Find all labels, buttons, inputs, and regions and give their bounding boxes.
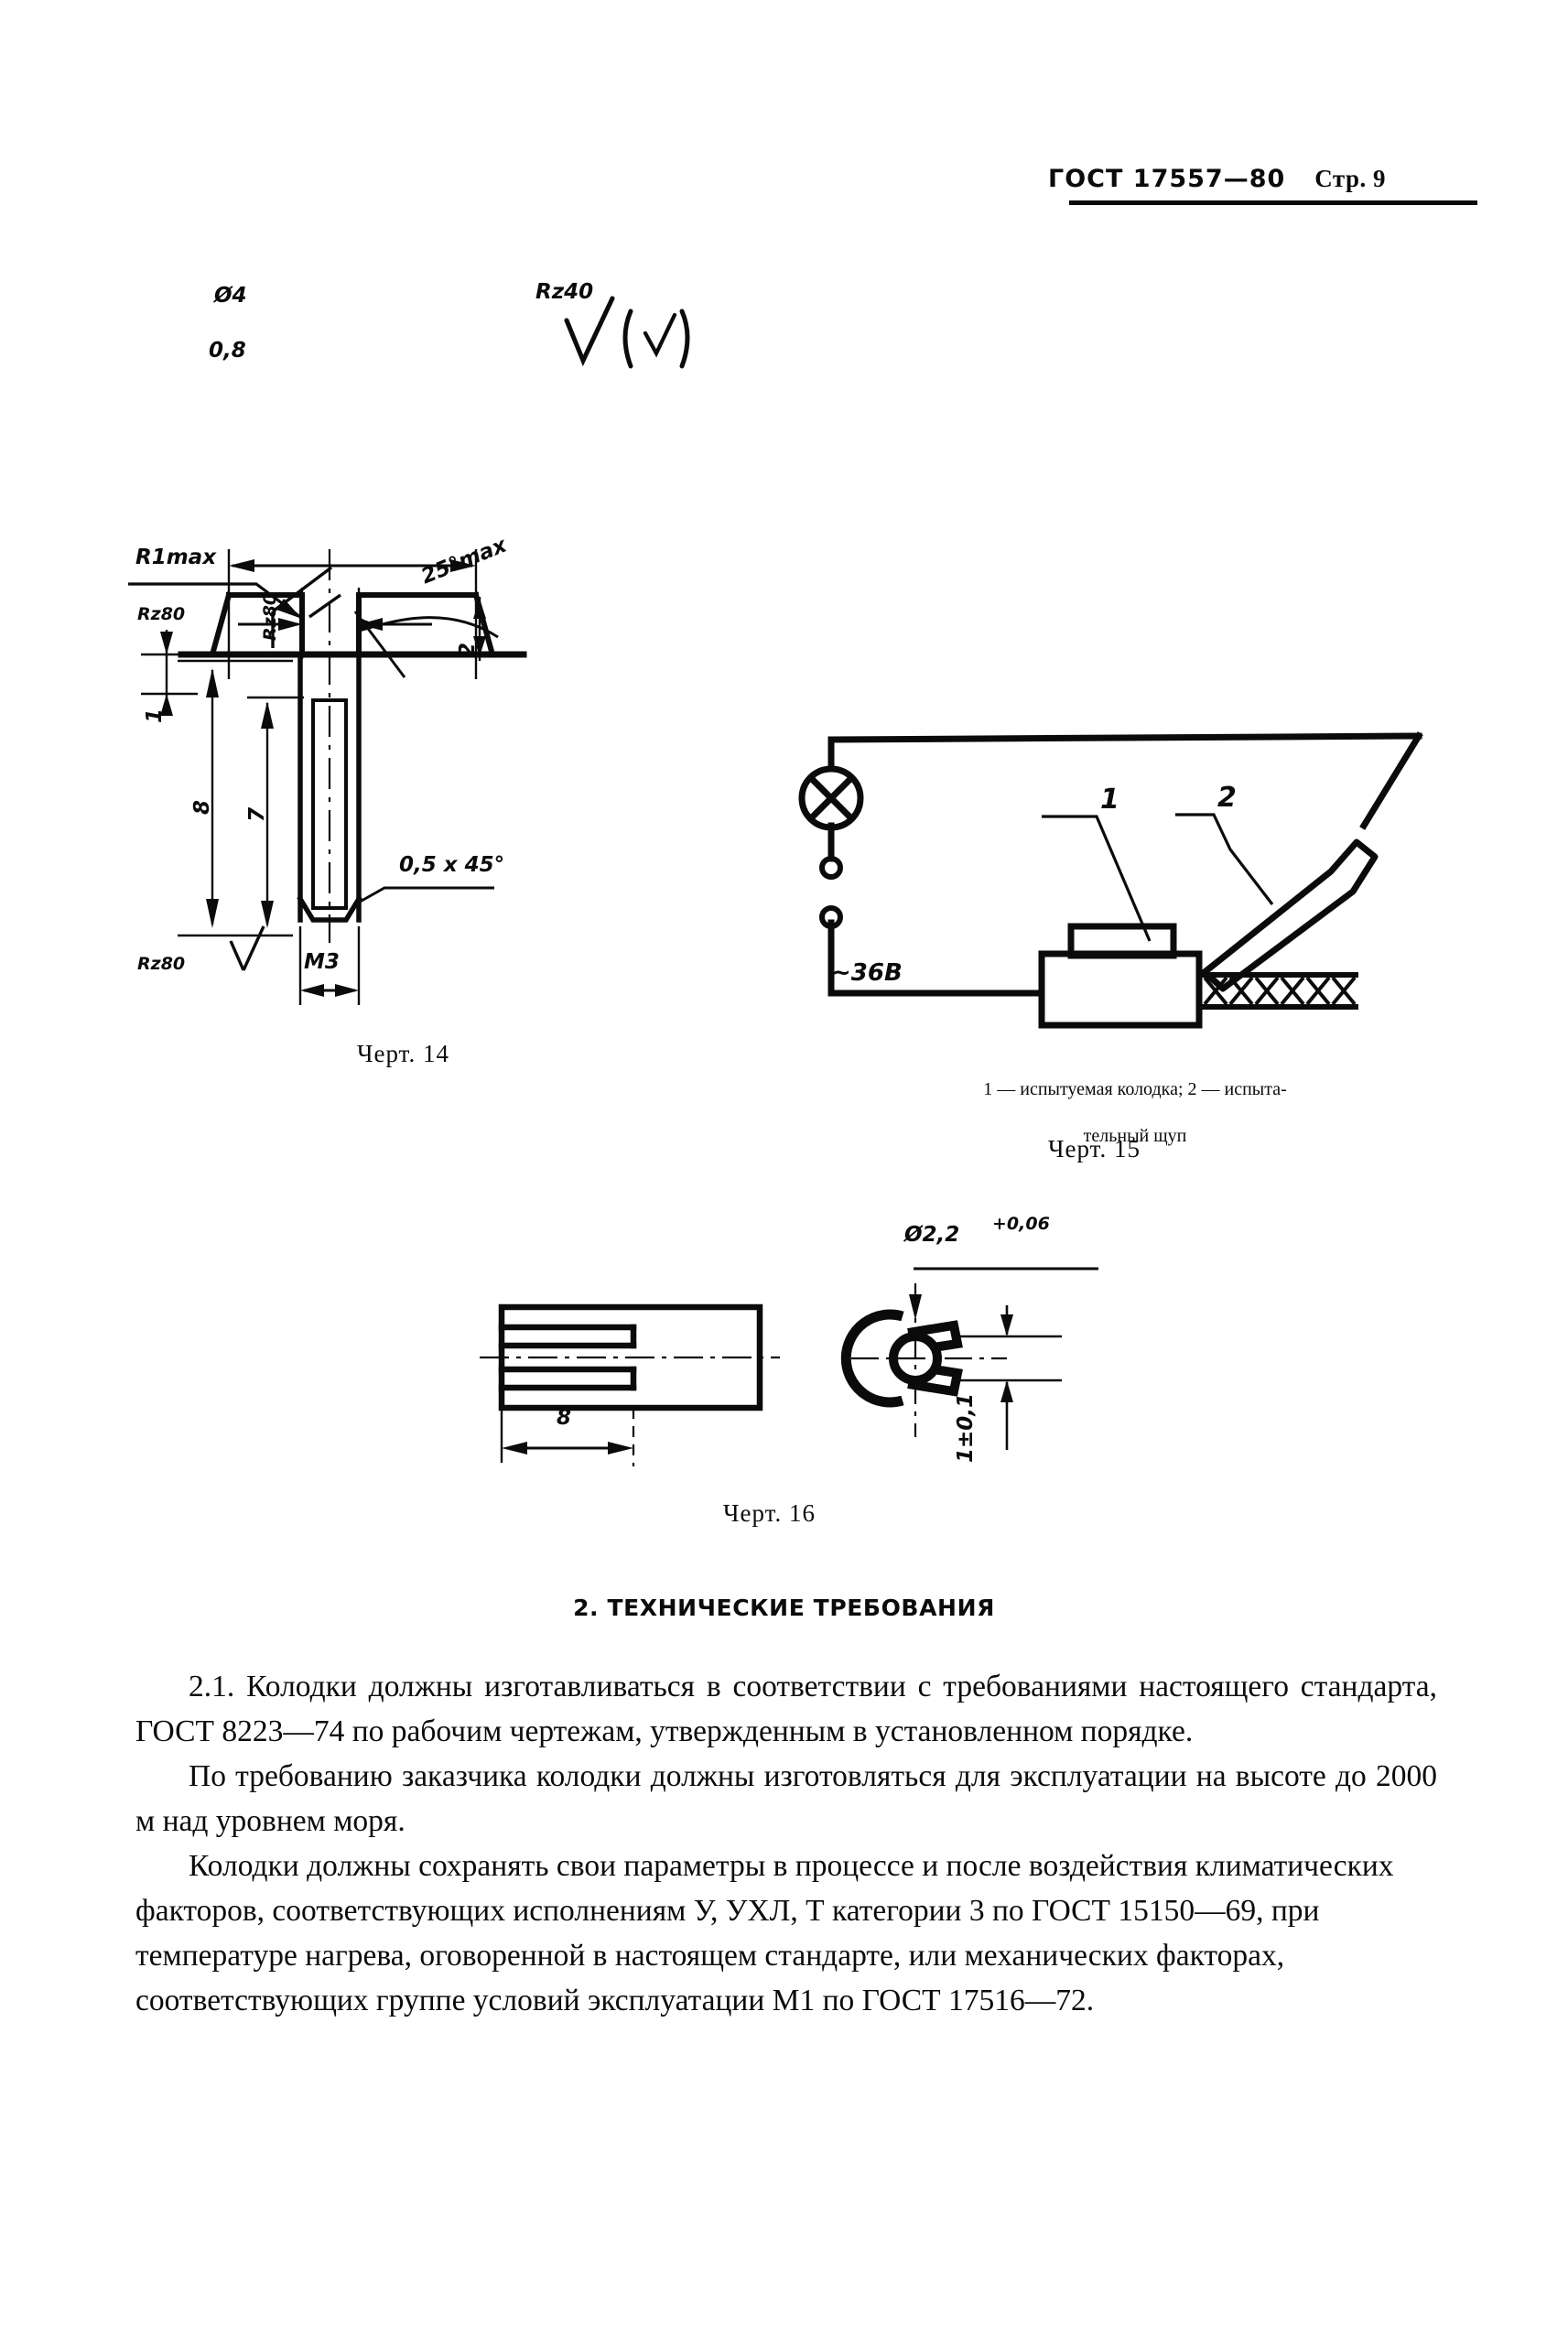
label-fig16-gap: 1±0,1 [954,1392,978,1463]
label-fig14-total-length: 8 [190,799,214,815]
paragraph-climatic: Колодки должны сохранять свои параметры … [135,1849,1394,2017]
label-fig14-flat-width: 0,8 [209,339,246,362]
label-fig14-thread: M3 [304,950,340,974]
label-general-roughness: Rz40 [535,280,594,304]
figure-14-caption: Черт. 14 [357,1040,449,1067]
page-number: 9 [1372,165,1386,192]
label-fig14-flange: 1 [143,708,167,723]
figure-15-legend-line1: 1 — испытуемая колодка; 2 — испыта- [983,1078,1287,1099]
figure-15-drawing: 1 2 ~36В [778,714,1510,1044]
header-rule [1069,200,1477,205]
figure-14-drawing: Ø4 0,8 R1max Rz80 Rz80 25°max 2 1 8 7 0,… [110,247,696,1034]
figure-15-svg [798,731,1423,1029]
general-roughness-note: Rz40 [535,280,709,390]
figure-16-drawing: 8 Ø2,2 +0,06 1±0,1 [458,1214,1135,1510]
label-fig14-diameter: Ø4 [214,284,247,308]
paragraph-2-1: 2.1. Колодки должны изготавливаться в со… [135,1670,1437,1748]
section-body: 2.1. Колодки должны изготавливаться в со… [135,1664,1437,2023]
figure-14-svg [128,549,527,1005]
figure-15-legend: 1 — испытуемая колодка; 2 — испыта- тель… [806,1054,1465,1172]
header-text: ГОСТ 17557—80 Стр. 9 [1048,165,1478,193]
page-label: Стр. [1314,165,1367,192]
figure-15-legend-line2: тельный щуп [1083,1125,1187,1146]
paragraph-altitude: По требованию заказчика колодки должны и… [135,1759,1437,1838]
label-fig15-item2: 2 [1217,782,1237,814]
figure-16-svg [480,1267,1098,1466]
roughness-symbol-icon [564,296,690,369]
label-fig16-slot-length: 8 [557,1406,572,1430]
label-fig14-rz80-head: Rz80 [260,592,280,641]
label-fig14-radius: R1max [135,546,217,569]
figure-16-caption: Черт. 16 [723,1499,816,1527]
figure-15-caption: Черт. 15 [1048,1135,1141,1162]
label-fig14-rz80-top: Rz80 [137,604,186,624]
label-fig14-chamfer: 0,5 x 45° [399,853,505,877]
label-fig14-head-height: 2 [456,642,480,657]
label-fig16-diameter-tolerance: +0,06 [992,1214,1050,1234]
standard-number: ГОСТ 17557—80 [1048,165,1286,193]
label-fig16-diameter: Ø2,2 [904,1223,960,1247]
label-fig14-thread-length: 7 [245,806,269,822]
label-fig14-rz80-bottom: Rz80 [137,954,186,974]
label-fig15-item1: 1 [1100,784,1119,816]
section-heading: 2. ТЕХНИЧЕСКИЕ ТРЕБОВАНИЯ [573,1595,995,1621]
page-header: ГОСТ 17557—80 Стр. 9 [1048,165,1478,193]
label-fig15-voltage: ~36В [831,959,903,987]
